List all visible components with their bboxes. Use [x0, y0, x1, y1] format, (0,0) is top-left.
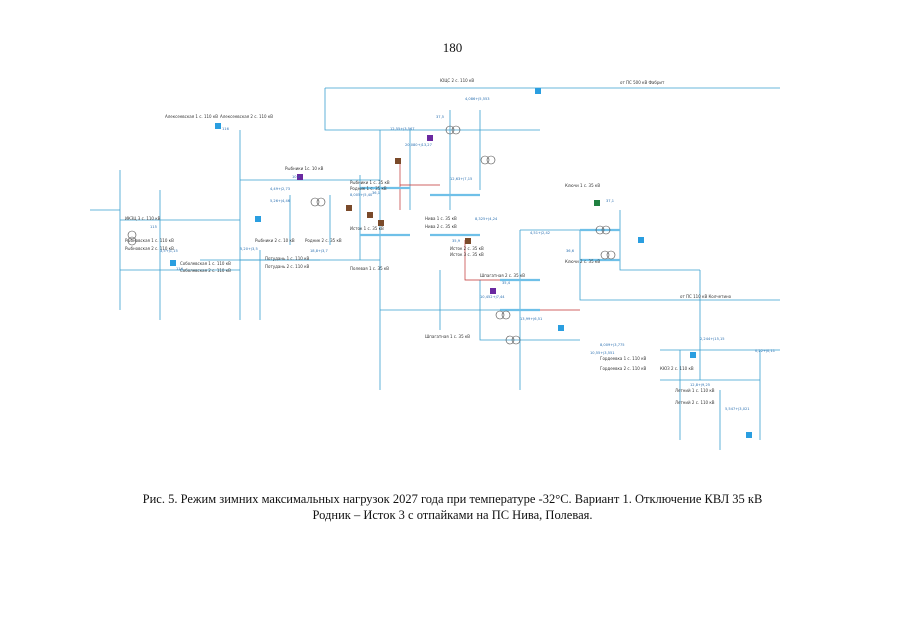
flow-value-f10: 10,452+j7,44 — [480, 295, 505, 299]
node-value-v9: 35,9 — [452, 239, 461, 243]
flow-value-f9: 3,5+j1,15 — [160, 249, 178, 253]
diagram-label-lbl5: Рыбники 1с. 10 кВ — [285, 166, 324, 171]
flow-value-f5: 4,49+j2,73 — [270, 187, 290, 191]
diagram-label-lbl13: Исток 1 с. 35 кВ — [350, 226, 384, 231]
substation-labels: Ключи 1 с. 35 кВ Ключи 2 с. 35 кВ Шпагат… — [125, 78, 732, 405]
node-value-v3: 36,1 — [372, 191, 380, 195]
diagram-label-lbl29: ЮЦС 2 с. 110 кВ — [440, 78, 474, 83]
diagram-label-lbl21: Рыбновская 1 с. 110 кВ — [125, 238, 174, 243]
page-number: 180 — [442, 40, 463, 55]
transformer-icons — [127, 125, 616, 345]
diagram-label-lbl28: Алексеевская 2 с. 110 кВ — [220, 114, 273, 119]
node-values: 115 116 36,1 35,4 10,4 37,1 36,6 114 35,… — [150, 115, 614, 285]
diagram-label-lbl25: Потудань 1 с. 110 кВ — [265, 256, 309, 261]
buses — [360, 186, 620, 312]
diagram-label-lbl24: Соболевская 2 с. 110 кВ — [180, 268, 231, 273]
power-grid-diagram: Ключи 1 с. 35 кВ Ключи 2 с. 35 кВ Шпагат… — [90, 78, 780, 450]
diagram-label-lbl16: ИКЗЦ 3 с. 110 кВ — [125, 216, 161, 221]
diagram-label-lbl14: Исток 2 с. 35 кВ — [450, 246, 484, 251]
flow-value-f20: 18,8+j3,7 — [310, 249, 328, 253]
flow-value-f3: 20,080+j13,27 — [405, 143, 432, 147]
diagram-label-lbl2: Ключи 2 с. 35 кВ — [565, 259, 600, 264]
flow-value-f12: 8,325+j4,24 — [475, 217, 498, 221]
node-value-v6: 37,1 — [606, 199, 614, 203]
flow-value-f7: 12,63+j7,15 — [450, 177, 472, 181]
diagram-label-lbl31: от ПС 110 кВ Колчетино — [680, 294, 732, 299]
diagram-label-lbl6: Рыбники 2 с. 10 кВ — [255, 238, 295, 243]
node-value-v10: 37,5 — [436, 115, 444, 119]
figure-caption-line-2: Родник – Исток 3 с отпайками на ПС Нива,… — [312, 508, 593, 522]
flow-value-f4: 8,005+j5,40 — [350, 193, 373, 197]
diagram-label-lbl11: Нива 2 с. 35 кВ — [425, 224, 457, 229]
flow-value-f11: 13,99+j6,51 — [520, 317, 542, 321]
flow-value-f13: 4,51+j2,42 — [530, 231, 550, 235]
node-value-v1: 115 — [150, 225, 157, 229]
flow-value-f18: 12,8+j9,25 — [690, 383, 710, 387]
node-value-v8: 114 — [176, 267, 184, 271]
flow-value-f17: 10,55+j3,551 — [590, 351, 615, 355]
breaker-markers — [170, 88, 752, 438]
node-value-v4: 35,4 — [502, 281, 511, 285]
node-value-v5: 10,4 — [292, 175, 301, 179]
diagram-label-lbl10: Нива 1 с. 35 кВ — [425, 216, 457, 221]
diagram-label-lbl17: Гордеевка 1 с. 110 кВ — [600, 356, 646, 361]
node-value-v2: 116 — [222, 127, 230, 131]
current-lines — [399, 160, 580, 311]
diagram-label-lbl18: Гордеевка 2 с. 110 кВ — [600, 366, 646, 371]
node-value-v7: 36,6 — [566, 249, 575, 253]
diagram-label-lbl26: Потудань 2 с. 110 кВ — [265, 264, 309, 269]
diagram-label-lbl23: Соболевская 1 с. 110 кВ — [180, 261, 231, 266]
diagram-label-lbl15: Исток 3 с. 35 кВ — [450, 252, 484, 257]
diagram-label-lbl1: Ключи 1 с. 35 кВ — [565, 183, 600, 188]
diagram-label-lbl22: Рыбновская 2 с. 110 кВ — [125, 246, 174, 251]
diagram-label-lbl27: Алексеевская 1 с. 110 кВ — [165, 114, 218, 119]
diagram-label-lbl3: Шпагатная 1 с. 35 кВ — [425, 334, 470, 339]
flow-value-f16: 8,009+j3,775 — [600, 343, 625, 347]
network-lines — [90, 87, 780, 450]
flow-value-f14: 2,244+j15,15 — [700, 337, 725, 341]
flow-value-f1: 4,086+j5,553 — [465, 97, 490, 101]
diagram-label-lbl9: Родник 2 с. 35 кВ — [305, 238, 342, 243]
diagram-label-lbl19: Летний 1 с. 110 кВ — [675, 388, 715, 393]
flow-value-f8: 5,20+j3,5 — [240, 247, 258, 251]
figure-caption: Рис. 5. Режим зимних максимальных нагруз… — [40, 491, 865, 523]
flow-value-f15: 0,22+j0,11 — [755, 349, 775, 353]
flow-value-f19: 5,547+j3,021 — [725, 407, 750, 411]
flow-value-f6: 5,26+j4,46 — [270, 199, 291, 203]
diagram-label-lbl30: КЮЗ 2 с. 110 кВ — [660, 366, 694, 371]
diagram-label-lbl8: Родник 1 с. 35 кВ — [350, 186, 387, 191]
diagram-label-lbl4: Шпагатная 2 с. 35 кВ — [480, 273, 525, 278]
figure-caption-line-1: Рис. 5. Режим зимних максимальных нагруз… — [142, 492, 763, 506]
diagram-label-lbl12: Полевая 1 с. 35 кВ — [350, 266, 389, 271]
flow-values: 4,086+j5,553 12,55+j3,567 20,080+j13,27 … — [160, 97, 775, 411]
diagram-label-lbl32: от ПС 500 кВ Фабрит — [620, 80, 665, 85]
flow-value-f2: 12,55+j3,567 — [390, 127, 415, 131]
diagram-label-lbl7: Рыбники 1 с. 35 кВ — [350, 180, 390, 185]
diagram-label-lbl20: Летний 2 с. 110 кВ — [675, 400, 715, 405]
